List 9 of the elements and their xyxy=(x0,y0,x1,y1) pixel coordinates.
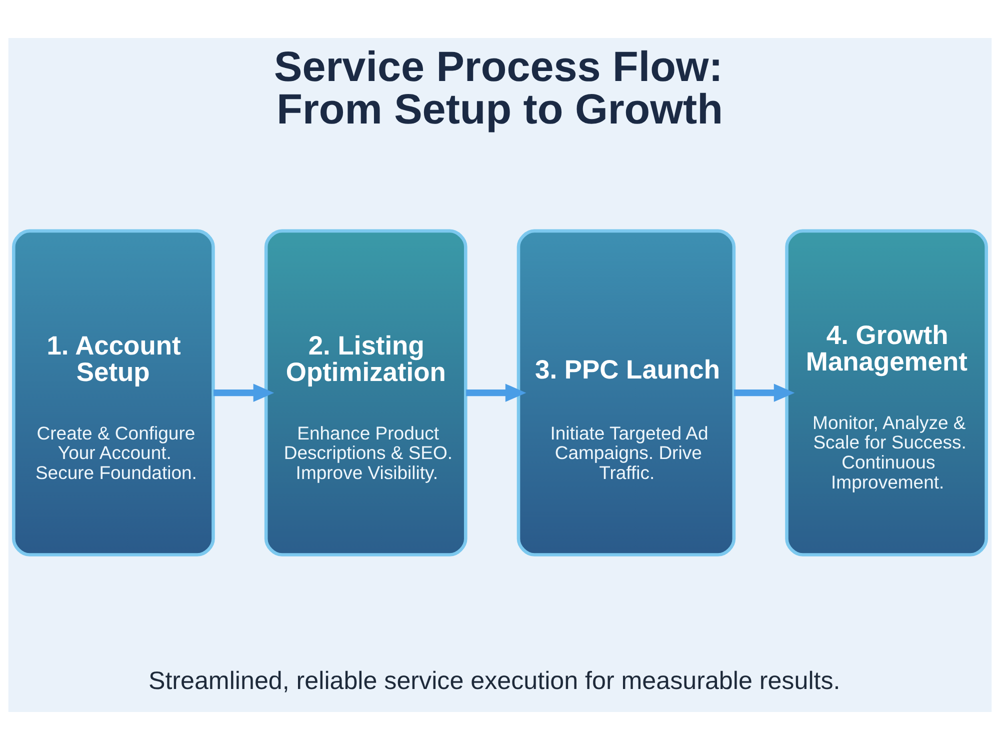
diagram-title: Service Process Flow: From Setup to Growth xyxy=(274,43,723,132)
node-box: 3. PPC Launch Initiate Targeted Ad Campaigns. Drive Traffic. xyxy=(516,229,736,556)
caption: Streamlined, reliable service execution for measurable results. xyxy=(148,667,840,696)
node-box: 4. Growth Management Monitor, Analyze & Scale for Success. Continuous Improvement. xyxy=(785,229,988,556)
arrow xyxy=(734,384,795,402)
node-box: 1. Account Setup Create & Configure Your Account. Secure Foundation. xyxy=(12,229,215,556)
node-box: 2. Listing Optimization Enhance Product Descriptions & SEO. Improve Visibility. xyxy=(264,229,468,556)
arrow xyxy=(466,384,526,402)
arrow xyxy=(214,384,274,402)
